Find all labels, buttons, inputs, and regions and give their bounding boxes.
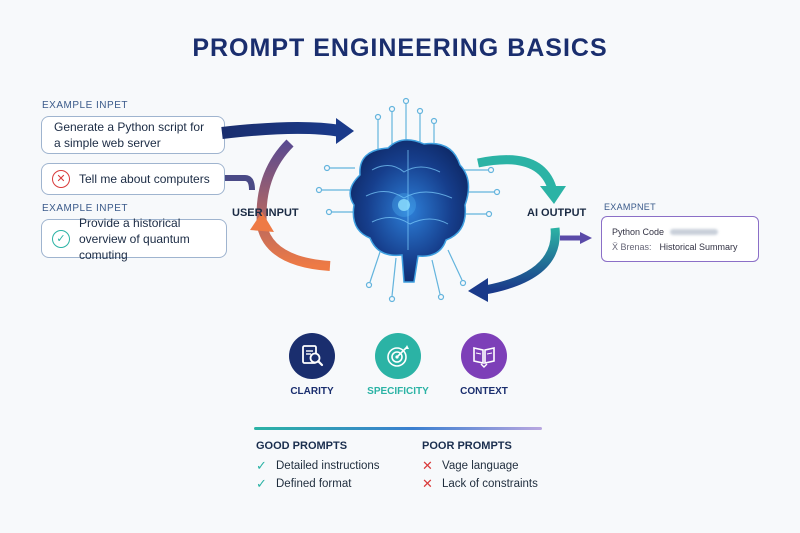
poor-list-item: ✕ Vage language [422, 458, 519, 474]
prompt-box-quantum: ✓ Provide a historical overview of quant… [41, 216, 227, 262]
prompt-box-computers: ✕ Tell me about computers [41, 163, 225, 195]
arrow-right-loop [477, 155, 557, 190]
ai-output-label: AI OUTPUT [527, 207, 587, 219]
output-row: Python Code [612, 225, 748, 238]
good-list-item: ✓ Defined format [256, 476, 351, 492]
x-circle-icon: ✕ [52, 170, 70, 188]
brain-icon [349, 139, 470, 283]
example-output-label: EXAMPNET [604, 202, 656, 212]
arrowhead [336, 118, 354, 144]
good-item-text: Detailed instructions [276, 460, 380, 472]
example-input-label: EXAMPLE INPET [42, 203, 128, 214]
book-chat-icon [473, 347, 495, 368]
arrow-input-to-brain [221, 121, 342, 139]
prompt-text: Tell me about computers [79, 172, 210, 186]
target-icon [387, 345, 409, 367]
connector-line [225, 175, 255, 191]
specificity-badge [375, 333, 421, 379]
output-box: Python Code Ẍ Brenas: Historical Summar… [601, 216, 759, 262]
clarity-badge [289, 333, 335, 379]
specificity-label: SPECIFICITY [367, 386, 429, 397]
prompt-text: Generate a Python script for a simple we… [54, 120, 205, 150]
arrowhead [468, 278, 488, 302]
arrowhead [580, 232, 592, 244]
arrowhead [540, 186, 566, 204]
output-prefix: Ẍ Brenas: [612, 241, 652, 252]
good-item-text: Defined format [276, 478, 352, 490]
poor-item-text: Lack of constraints [442, 478, 538, 490]
section-divider [254, 427, 542, 430]
arrowhead [250, 212, 274, 232]
context-label: CONTEXT [460, 386, 508, 397]
good-list-item: ✓ Detailed instructions [256, 458, 380, 474]
arrow-left-loop [256, 139, 331, 271]
check-icon: ✓ [256, 476, 267, 491]
prompt-box-python: Generate a Python script for a simple we… [41, 116, 225, 154]
check-circle-icon: ✓ [52, 229, 70, 248]
circuit-lines [315, 97, 501, 303]
magnifier-document-icon [302, 345, 324, 367]
arrow-right-down [484, 227, 560, 295]
example-input-label: EXAMPLE INPET [42, 100, 128, 111]
prompt-text: Provide a historical overview of quantum… [79, 215, 190, 262]
output-text: Python Code [612, 226, 665, 237]
x-icon: ✕ [422, 476, 433, 491]
poor-prompts-heading: POOR PROMPTS [422, 440, 512, 452]
page-title: PROMPT ENGINEERING BASICS [192, 34, 608, 62]
good-prompts-heading: GOOD PROMPTS [256, 440, 348, 452]
check-icon: ✓ [256, 458, 267, 473]
context-badge [461, 333, 507, 379]
blurred-text [670, 228, 719, 235]
poor-item-text: Vage language [442, 460, 519, 472]
output-row: Ẍ Brenas: Historical Summary [612, 240, 748, 253]
x-icon: ✕ [422, 458, 433, 473]
output-text: Historical Summary [659, 241, 738, 252]
poor-list-item: ✕ Lack of constraints [422, 476, 538, 492]
user-input-label: USER INPUT [232, 207, 299, 219]
clarity-label: CLARITY [290, 386, 334, 397]
